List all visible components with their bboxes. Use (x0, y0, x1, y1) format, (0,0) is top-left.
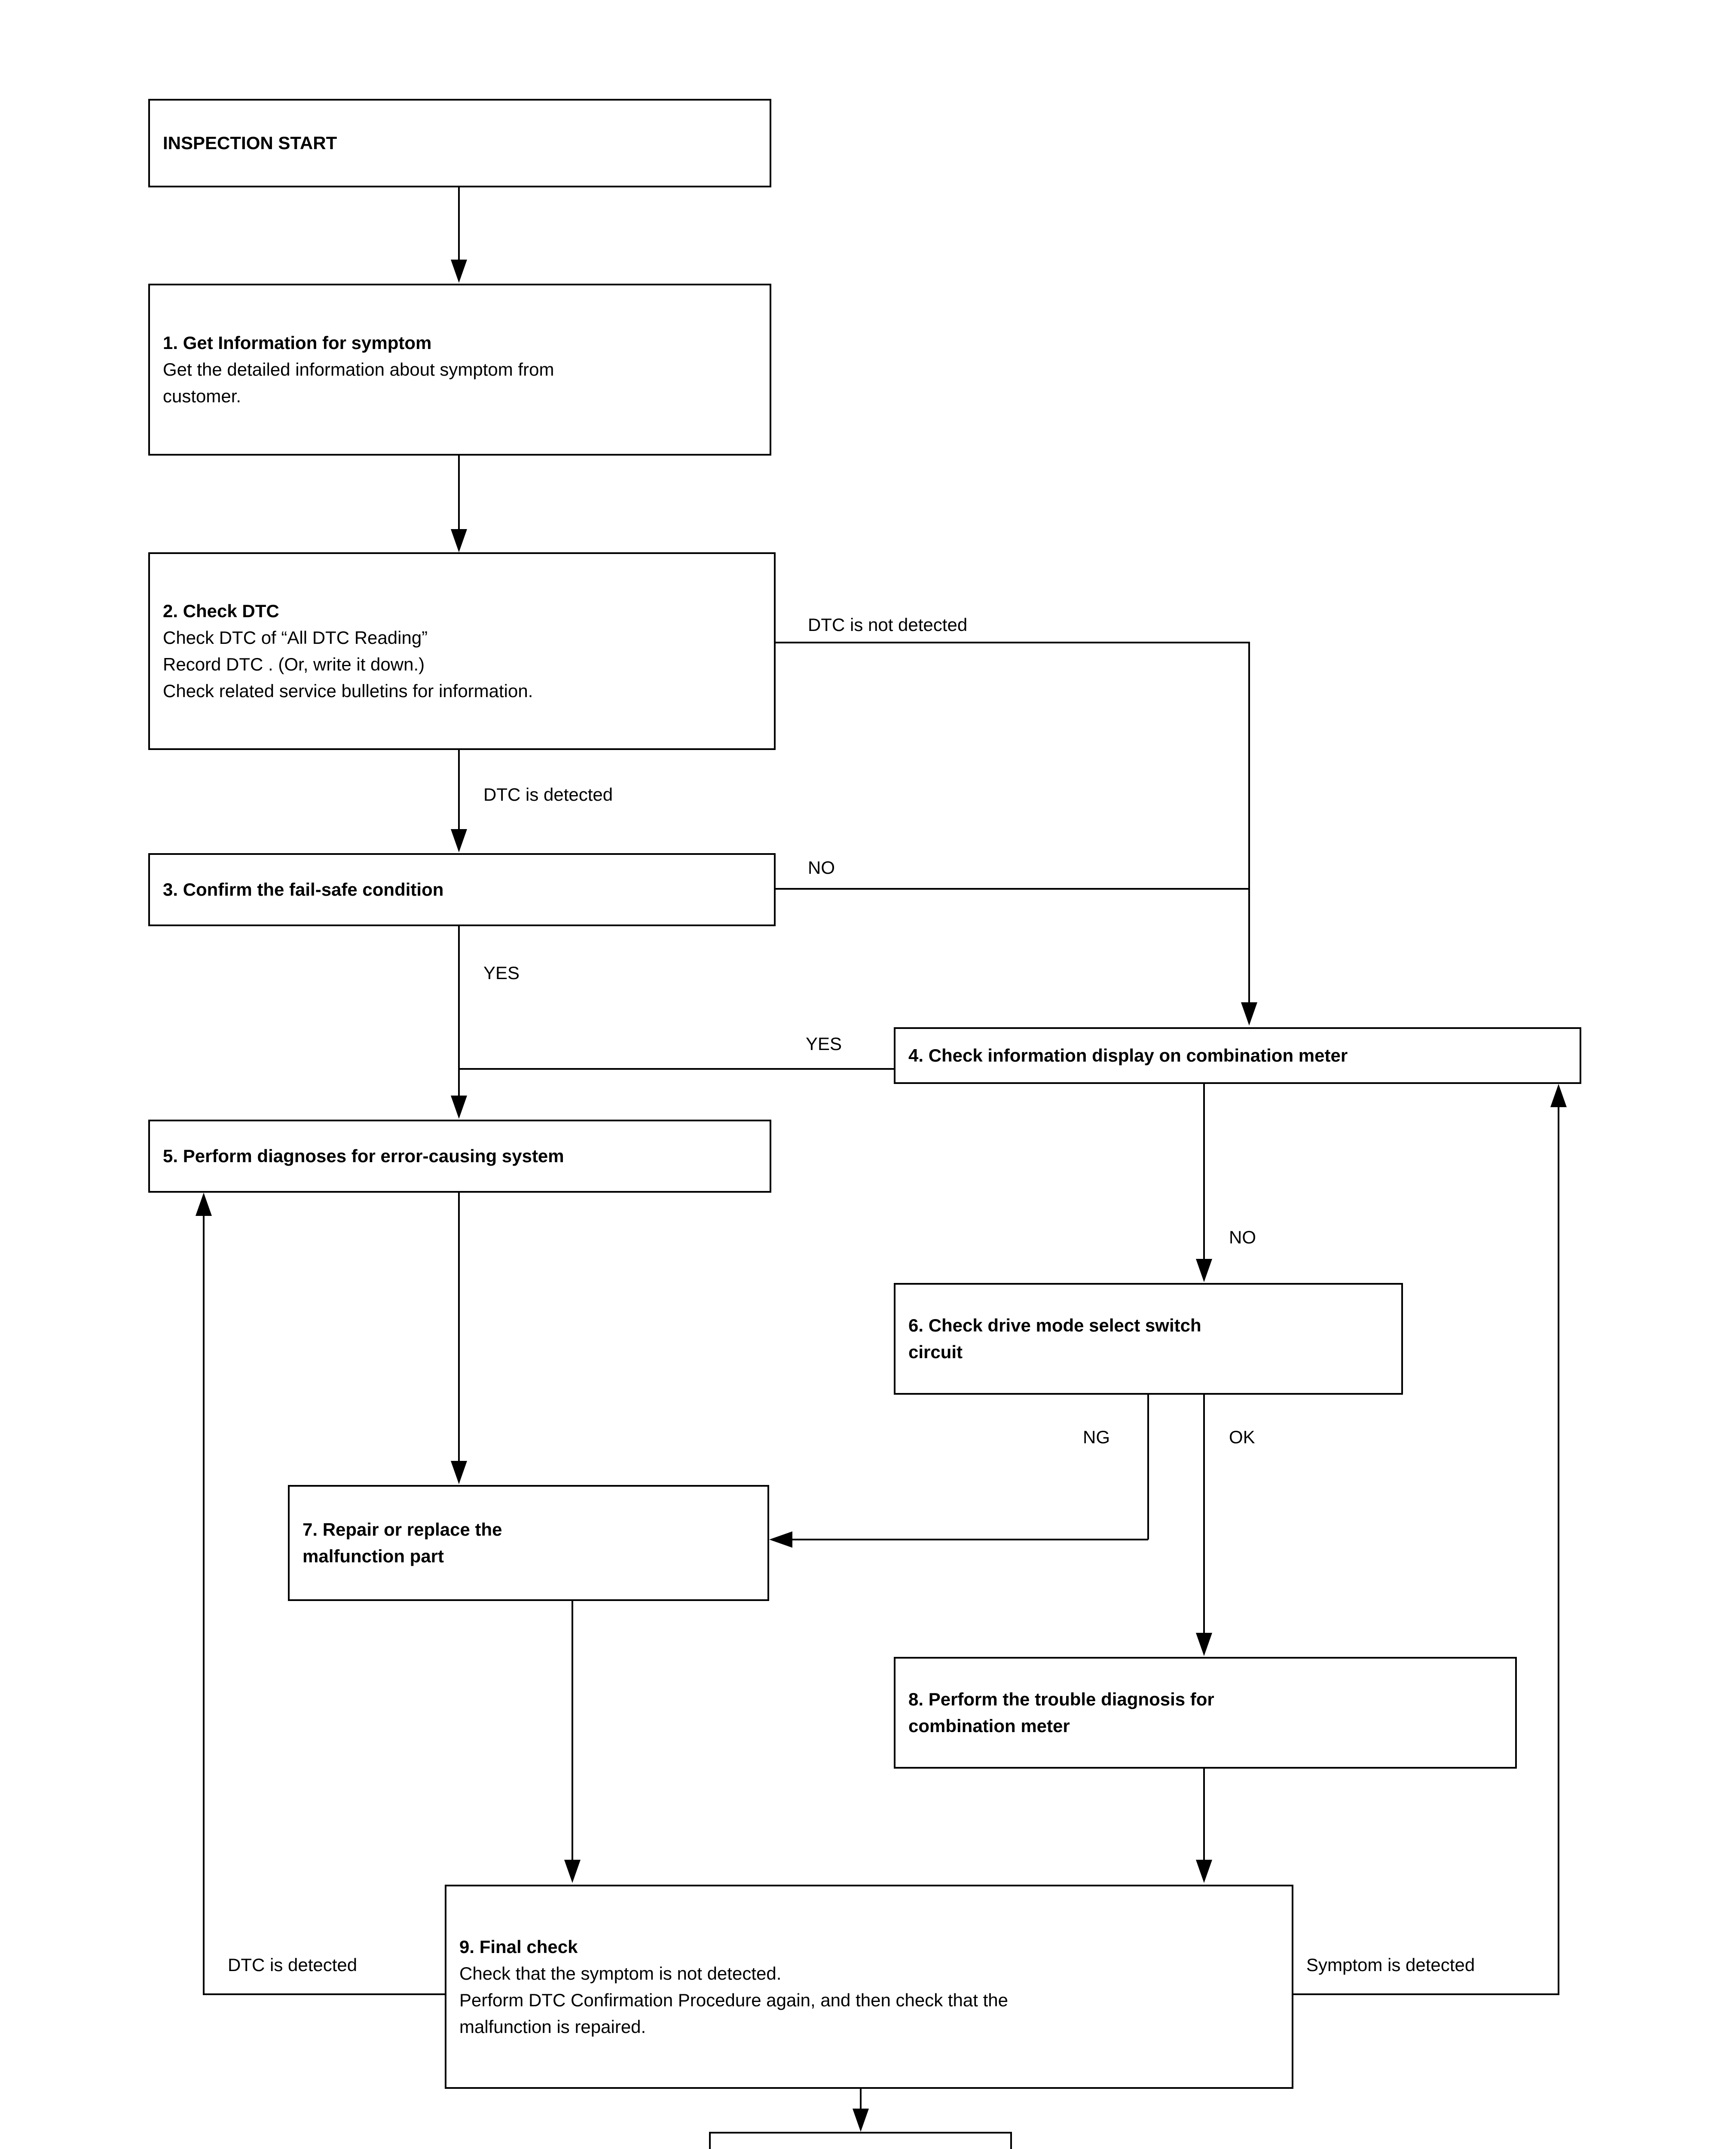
node-inspection-end[interactable]: INSPECTION END (709, 2132, 1012, 2149)
arrowhead-step7-to-step9 (564, 1860, 581, 1883)
edge-label-yes-from-step3: YES (483, 963, 520, 983)
node-step5[interactable]: 5. Perform diagnoses for error-causing s… (148, 1120, 771, 1193)
connector-step6-ng-horizontal (792, 1539, 1148, 1540)
arrowhead-step5-to-step7 (451, 1461, 467, 1484)
connector-step3-no-horizontal (776, 888, 1250, 890)
arrowhead-step9-to-end (853, 2109, 869, 2132)
arrowhead-step3-to-step5 (451, 1096, 467, 1119)
edge-label-no-from-step4: NO (1229, 1227, 1256, 1247)
node-step8-line1: combination meter (908, 1716, 1070, 1736)
connector-step5-to-step7 (458, 1193, 460, 1462)
connector-step1-to-step2 (458, 456, 460, 531)
edge-label-dtc-not-detected: DTC is not detected (808, 615, 968, 635)
node-step2-heading: 2. Check DTC (163, 601, 279, 621)
node-step1-line2: customer. (163, 386, 241, 406)
node-step5-heading: 5. Perform diagnoses for error-causing s… (163, 1146, 564, 1166)
connector-step9-dtc-loop-horizontal (203, 1993, 446, 1995)
connector-step2-to-step3 (458, 750, 460, 831)
arrowhead-step4-to-step6 (1196, 1259, 1212, 1282)
node-step6-heading: 6. Check drive mode select switch (908, 1315, 1201, 1335)
node-step8[interactable]: 8. Perform the trouble diagnosis for com… (894, 1657, 1517, 1769)
connector-step4-yes-horizontal (458, 1068, 894, 1070)
node-step9[interactable]: 9. Final check Check that the symptom is… (445, 1885, 1293, 2089)
connector-start-to-step1 (458, 187, 460, 261)
node-step2-line2: Record DTC . (Or, write it down.) (163, 654, 425, 674)
edge-label-dtc-detected: DTC is detected (483, 784, 613, 805)
arrowhead-step6-ng-to-step7 (769, 1531, 792, 1548)
connector-dtc-not-detected-vertical (1248, 642, 1250, 1002)
node-step1-line1: Get the detailed information about sympt… (163, 359, 554, 380)
edge-label-no-from-step3: NO (808, 857, 835, 878)
node-step3[interactable]: 3. Confirm the fail-safe condition (148, 853, 776, 926)
arrowhead-step1-to-step2 (451, 529, 467, 552)
node-step8-heading: 8. Perform the trouble diagnosis for (908, 1689, 1214, 1709)
connector-step7-to-step9 (572, 1601, 573, 1861)
arrowhead-to-step4 (1241, 1002, 1257, 1026)
arrowhead-step8-to-step9 (1196, 1860, 1212, 1883)
edge-label-yes-to-step5: YES (806, 1034, 842, 1054)
connector-step9-to-end (860, 2089, 862, 2109)
node-inspection-start[interactable]: INSPECTION START (148, 99, 771, 187)
connector-step4-to-step6 (1203, 1084, 1205, 1259)
node-step3-heading: 3. Confirm the fail-safe condition (163, 879, 444, 900)
edge-label-ng-from-step6: NG (1083, 1427, 1110, 1447)
node-step6[interactable]: 6. Check drive mode select switch circui… (894, 1283, 1403, 1395)
node-step1-heading: 1. Get Information for symptom (163, 333, 432, 353)
node-step9-line3: malfunction is repaired. (459, 2016, 646, 2037)
connector-step6-ng-vertical (1147, 1395, 1149, 1540)
node-inspection-start-label: INSPECTION START (163, 133, 337, 153)
node-step6-line1: circuit (908, 1342, 963, 1362)
edge-label-dtc-is-detected-loop: DTC is detected (228, 1955, 358, 1975)
node-step1[interactable]: 1. Get Information for symptom Get the d… (148, 284, 771, 456)
connector-step9-symptom-loop-horizontal (1292, 1993, 1559, 1995)
connector-step8-to-step9 (1203, 1769, 1205, 1861)
node-step9-heading: 9. Final check (459, 1936, 578, 1957)
node-step4-heading: 4. Check information display on combinat… (908, 1045, 1348, 1065)
node-step7[interactable]: 7. Repair or replace the malfunction par… (288, 1485, 769, 1601)
node-step7-line1: malfunction part (303, 1546, 444, 1566)
node-step9-line1: Check that the symptom is not detected. (459, 1963, 782, 1984)
arrowhead-dtc-loop-to-step5 (196, 1193, 212, 1216)
edge-label-ok-from-step6: OK (1229, 1427, 1255, 1447)
arrowhead-step2-to-step3 (451, 829, 467, 852)
arrowhead-step6-to-step8 (1196, 1633, 1212, 1656)
node-step2[interactable]: 2. Check DTC Check DTC of “All DTC Readi… (148, 552, 776, 750)
arrowhead-start-to-step1 (451, 260, 467, 283)
node-step7-heading: 7. Repair or replace the (303, 1519, 502, 1540)
edge-label-symptom-is-detected-loop: Symptom is detected (1306, 1955, 1475, 1975)
connector-step9-dtc-loop-vertical (203, 1216, 205, 1995)
arrowhead-symptom-loop-to-step4 (1550, 1084, 1567, 1107)
connector-step6-ok-vertical (1203, 1395, 1205, 1633)
node-step2-line1: Check DTC of “All DTC Reading” (163, 628, 428, 648)
connector-step3-yes-vertical (458, 926, 460, 1096)
connector-step2-dtc-not-detected-horizontal (776, 642, 1250, 643)
connector-step9-symptom-loop-vertical (1558, 1107, 1559, 1995)
node-step4[interactable]: 4. Check information display on combinat… (894, 1027, 1581, 1084)
node-step2-line3: Check related service bulletins for info… (163, 681, 533, 701)
node-step9-line2: Perform DTC Confirmation Procedure again… (459, 1990, 1008, 2010)
